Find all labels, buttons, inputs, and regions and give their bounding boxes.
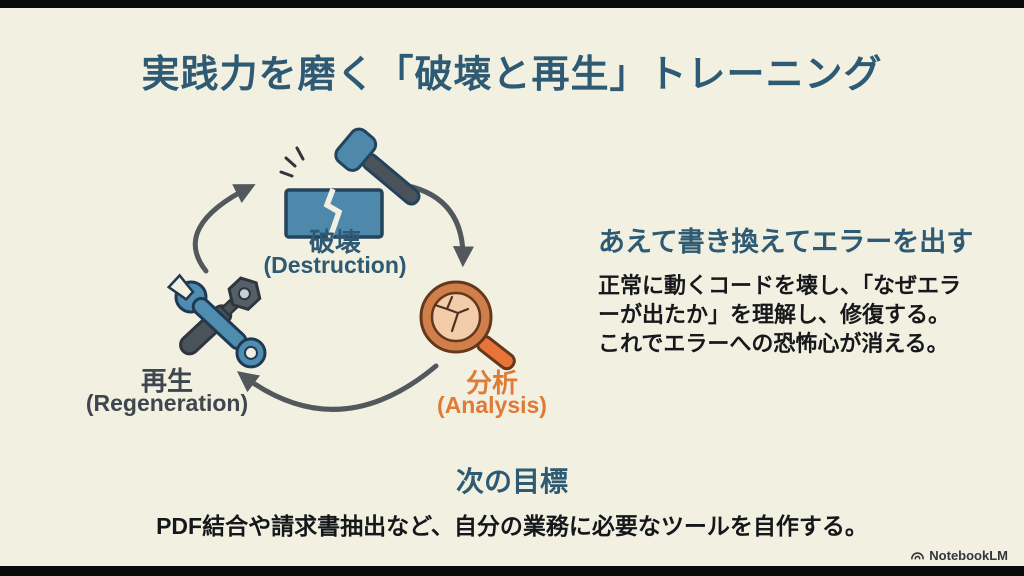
wrench-and-bolt-icon: [166, 273, 267, 369]
magnifier-crack-icon: [419, 280, 516, 371]
analysis-label-ja: 分析: [465, 368, 518, 398]
notebooklm-logo-icon: [911, 552, 925, 560]
next-goal-section: 次の目標 PDF結合や請求書抽出など、自分の業務に必要なツールを自作する。: [0, 460, 1024, 541]
next-goal-body: PDF結合や請求書抽出など、自分の業務に必要なツールを自作する。: [156, 513, 868, 539]
destruction-label-ja: 破壊: [308, 227, 361, 257]
explanation-line: 正常に動くコードを壊し、「なぜエラ: [598, 273, 962, 298]
destruction-label-en: (Destruction): [263, 252, 407, 278]
explanation-line: ーが出たか」を理解し、修復する。: [598, 302, 951, 327]
regeneration-label-en: (Regeneration): [85, 390, 249, 416]
explanation-line: これでエラーへの恐怖心が消える。: [598, 331, 949, 356]
letterbox-top: [0, 0, 1024, 8]
next-goal-heading: 次の目標: [455, 466, 568, 497]
regeneration-label-ja: 再生: [140, 366, 193, 396]
slide-canvas: 実践力を磨く「破壊と再生」トレーニング: [0, 8, 1024, 566]
explanation-heading: あえて書き換えてエラーを出す: [598, 227, 974, 257]
explanation-panel: あえて書き換えてエラーを出す 正常に動くコードを壊し、「なぜエラ ーが出たか」を…: [598, 220, 988, 358]
letterbox-bottom: [0, 566, 1024, 576]
footer-brand: NotebookLM: [910, 548, 1008, 563]
footer-brand-label: NotebookLM: [929, 548, 1008, 563]
slide-title: 実践力を磨く「破壊と再生」トレーニング: [141, 54, 883, 96]
analysis-label-en: (Analysis): [437, 392, 547, 418]
